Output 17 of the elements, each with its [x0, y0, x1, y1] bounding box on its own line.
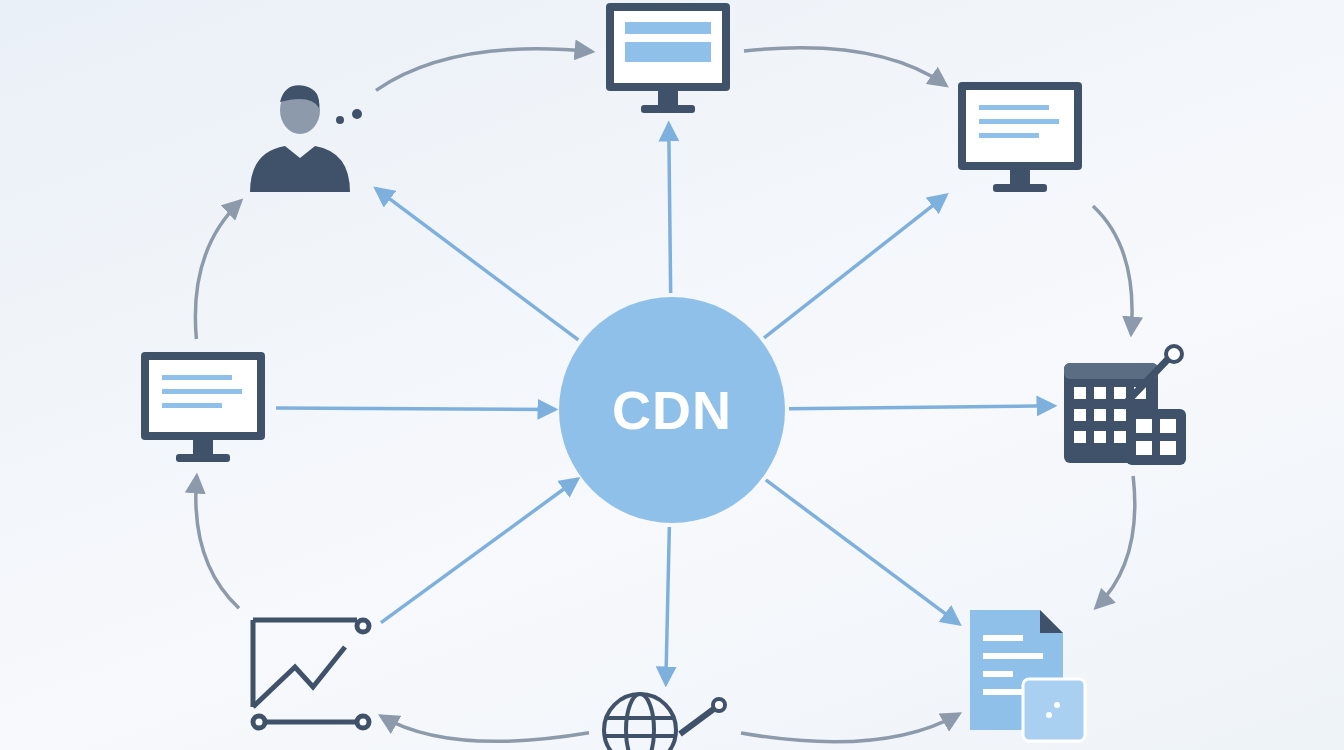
arrow: [193, 198, 244, 340]
arrow: [763, 193, 949, 340]
arrow: [743, 46, 949, 88]
arrow: [788, 395, 1058, 417]
arrow: [379, 476, 581, 625]
arrow: [375, 39, 596, 92]
arrow: [1093, 475, 1137, 611]
arrow: [185, 472, 241, 610]
arrow: [377, 714, 590, 744]
arrow: [658, 120, 680, 294]
arrow: [740, 712, 963, 744]
arrow: [373, 186, 580, 342]
node-label: CDN: [612, 379, 732, 441]
arrow: [764, 478, 962, 627]
arrow: [276, 398, 559, 420]
arrow: [1091, 204, 1143, 338]
arrow: [655, 526, 677, 688]
